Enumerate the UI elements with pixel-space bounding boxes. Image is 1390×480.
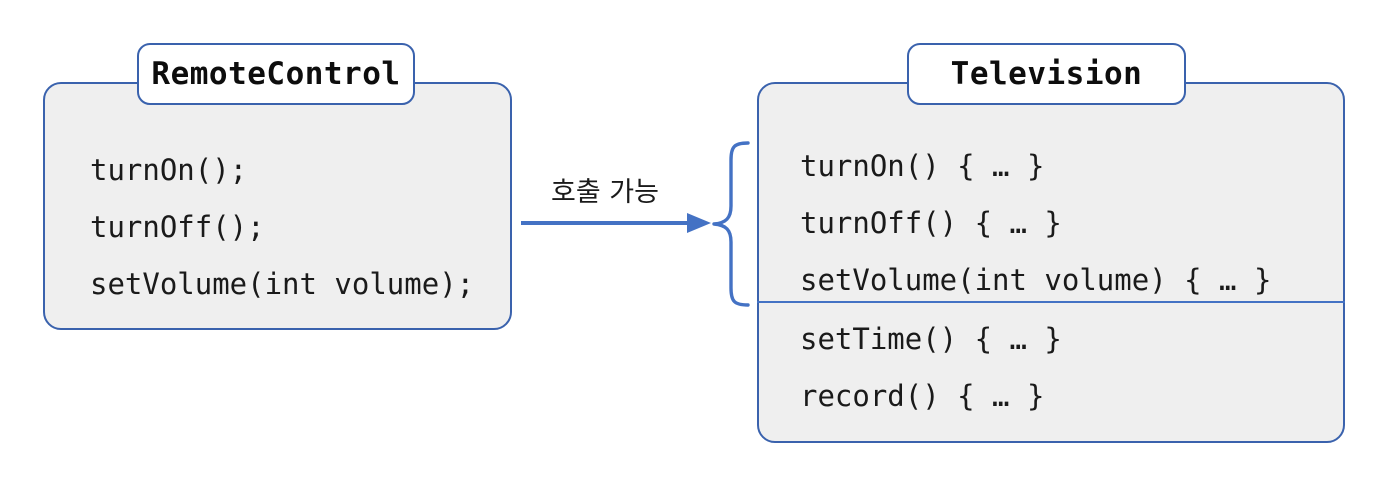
member-line: setVolume(int volume); [90, 267, 475, 301]
remote-control-class-title: RemoteControl [151, 56, 401, 92]
member-line: turnOn(); [90, 153, 248, 187]
television-class-title-tab: Television [907, 43, 1186, 105]
television-class-title: Television [950, 56, 1143, 92]
member-line: turnOn() { … } [800, 149, 1045, 183]
scope-curly-brace-icon [712, 141, 750, 307]
member-line: setVolume(int volume) { … } [800, 263, 1272, 297]
member-line: turnOff(); [90, 210, 265, 244]
television-section-divider [757, 301, 1345, 303]
television-other-member-list: setTime() { … } record() { … } [800, 311, 1062, 425]
member-line: setTime() { … } [800, 322, 1062, 356]
member-line: record() { … } [800, 379, 1045, 413]
call-arrow-icon [521, 213, 711, 233]
remote-control-class-title-tab: RemoteControl [137, 43, 415, 105]
member-line: turnOff() { … } [800, 206, 1062, 240]
television-accessible-member-list: turnOn() { … } turnOff() { … } setVolume… [800, 138, 1271, 309]
remote-control-member-list: turnOn(); turnOff(); setVolume(int volum… [90, 142, 474, 313]
remote-control-class-box [43, 82, 512, 330]
call-relation-label: 호출 가능 [551, 177, 659, 208]
